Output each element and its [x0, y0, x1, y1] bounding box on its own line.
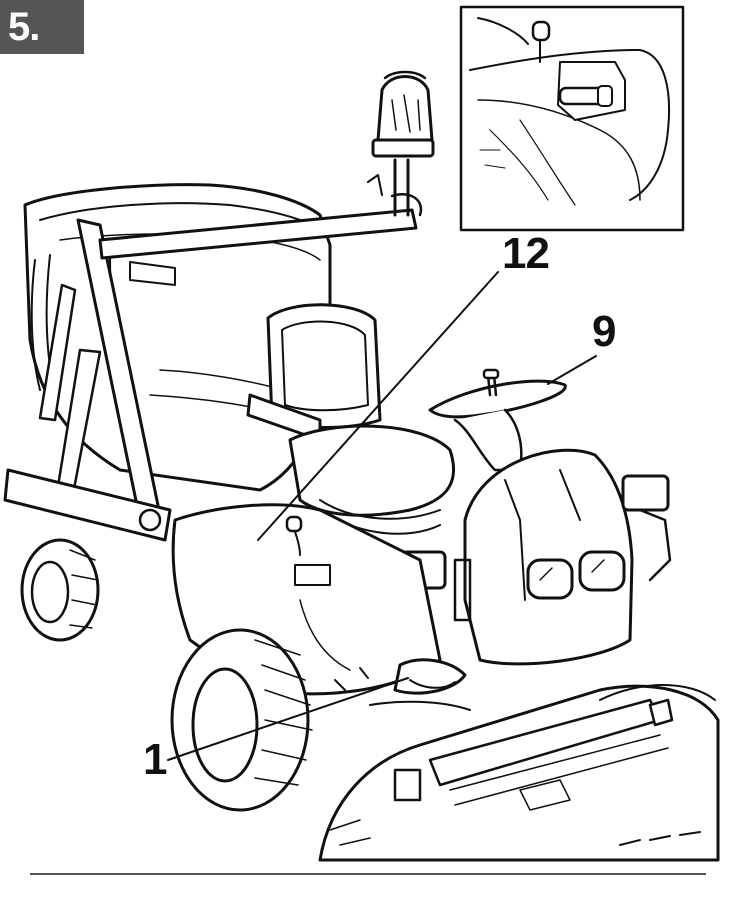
leader-line-9 [547, 355, 597, 385]
inset-detail [459, 5, 685, 232]
leader-line-1 [167, 677, 409, 761]
operator-seat [246, 303, 456, 535]
callout-label-12: 12 [502, 229, 550, 278]
callout-label-1: 1 [143, 735, 168, 784]
leader-lines [167, 271, 597, 761]
bottom-divider [30, 873, 706, 875]
lift-frame [3, 208, 418, 542]
callout-label-9: 9 [592, 307, 617, 356]
beacon-light [367, 70, 435, 217]
foot-pedal [369, 658, 471, 711]
rear-wheel [20, 538, 100, 642]
front-wheel [170, 628, 313, 812]
mower-deck [318, 684, 720, 862]
step-number-badge: 5. [0, 0, 84, 54]
leader-line-12 [257, 271, 499, 541]
